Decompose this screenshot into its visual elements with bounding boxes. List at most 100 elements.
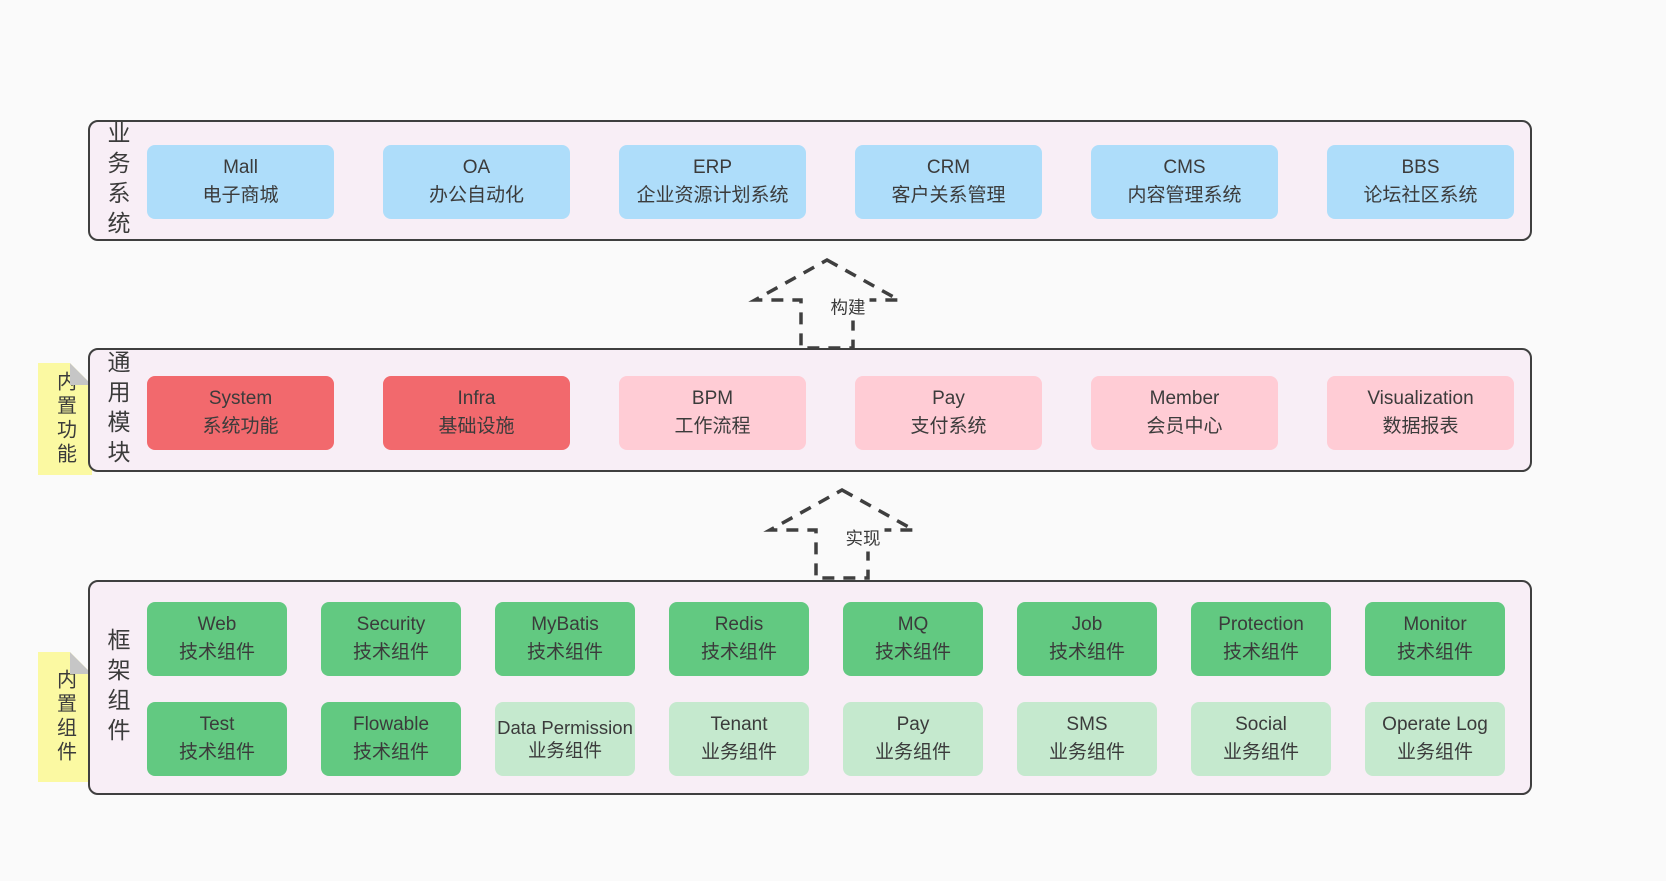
box-social: Social 业务组件 xyxy=(1191,702,1331,776)
box-subtitle: 支付系统 xyxy=(910,416,987,437)
box-tenant: Tenant 业务组件 xyxy=(669,702,809,776)
box-bpm: BPM 工作流程 xyxy=(619,376,806,450)
implement-arrow-label: 实现 xyxy=(841,524,885,552)
box-security: Security 技术组件 xyxy=(321,602,461,676)
box-subtitle: 技术组件 xyxy=(178,642,255,663)
box-crm: CRM 客户关系管理 xyxy=(855,145,1042,219)
build-arrow-label: 构建 xyxy=(826,293,870,321)
box-title: Pay xyxy=(896,713,930,735)
box-system: System 系统功能 xyxy=(147,376,334,450)
builtin-components-note-label: 内置组件 xyxy=(53,669,76,765)
box-subtitle: 业务组件 xyxy=(700,742,777,763)
box-test: Test 技术组件 xyxy=(147,702,287,776)
box-title: Mall xyxy=(223,156,258,178)
box-title: Monitor xyxy=(1403,613,1467,635)
box-title: Data Permission xyxy=(497,716,633,738)
box-title: SMS xyxy=(1066,713,1108,735)
box-title: Pay xyxy=(932,387,965,409)
box-subtitle: 会员中心 xyxy=(1146,416,1223,437)
common-modules-container: 通用模块 System 系统功能 Infra 基础设施 BPM 工作流程 Pay… xyxy=(88,348,1532,472)
box-subtitle: 内容管理系统 xyxy=(1127,185,1242,206)
common-modules-row: System 系统功能 Infra 基础设施 BPM 工作流程 Pay 支付系统… xyxy=(147,376,1514,450)
box-title: BBS xyxy=(1401,156,1440,178)
builtin-functions-note: 内置功能 xyxy=(38,363,92,475)
box-title: Infra xyxy=(457,387,496,409)
business-systems-row: Mall 电子商城 OA 办公自动化 ERP 企业资源计划系统 CRM 客户关系… xyxy=(147,145,1514,219)
box-subtitle: 企业资源计划系统 xyxy=(636,185,789,206)
box-subtitle: 客户关系管理 xyxy=(891,185,1006,206)
framework-components-container: 框架组件 Web 技术组件 Security 技术组件 MyBatis 技术组件… xyxy=(88,580,1532,795)
box-data-permission: Data Permission 业务组件 xyxy=(495,702,635,776)
box-subtitle: 技术组件 xyxy=(352,742,429,763)
box-title: CRM xyxy=(926,156,971,178)
box-subtitle: 业务组件 xyxy=(1048,742,1125,763)
box-subtitle: 业务组件 xyxy=(1396,742,1473,763)
box-subtitle: 技术组件 xyxy=(1222,642,1299,663)
box-oa: OA 办公自动化 xyxy=(383,145,570,219)
box-subtitle: 技术组件 xyxy=(526,642,603,663)
box-mybatis: MyBatis 技术组件 xyxy=(495,602,635,676)
box-infra: Infra 基础设施 xyxy=(383,376,570,450)
box-title: Redis xyxy=(714,613,764,635)
box-title: Tenant xyxy=(710,713,768,735)
box-title: Security xyxy=(356,613,426,635)
common-modules-label: 通用模块 xyxy=(104,350,130,470)
box-title: MQ xyxy=(897,613,929,635)
box-bbs: BBS 论坛社区系统 xyxy=(1327,145,1514,219)
box-subtitle: 技术组件 xyxy=(1396,642,1473,663)
box-title: Social xyxy=(1235,713,1287,735)
box-title: BPM xyxy=(691,387,734,409)
box-title: Job xyxy=(1071,613,1103,635)
box-subtitle: 数据报表 xyxy=(1382,416,1459,437)
box-web: Web 技术组件 xyxy=(147,602,287,676)
build-arrow-icon xyxy=(748,257,906,350)
box-subtitle: 论坛社区系统 xyxy=(1363,185,1478,206)
box-subtitle: 办公自动化 xyxy=(428,185,524,206)
box-title: Protection xyxy=(1218,613,1304,635)
box-protection: Protection 技术组件 xyxy=(1191,602,1331,676)
box-subtitle: 业务组件 xyxy=(1222,742,1299,763)
box-title: OA xyxy=(462,156,491,178)
box-title: Web xyxy=(197,613,237,635)
builtin-components-note: 内置组件 xyxy=(38,652,92,782)
box-subtitle: 业务组件 xyxy=(874,742,951,763)
framework-components-row-1: Web 技术组件 Security 技术组件 MyBatis 技术组件 Redi… xyxy=(147,602,1505,676)
box-title: MyBatis xyxy=(531,613,599,635)
box-operate-log: Operate Log 业务组件 xyxy=(1365,702,1505,776)
box-subtitle: 技术组件 xyxy=(178,742,255,763)
box-title: Flowable xyxy=(352,713,430,735)
box-subtitle: 业务组件 xyxy=(527,740,602,761)
box-sms: SMS 业务组件 xyxy=(1017,702,1157,776)
framework-components-label: 框架组件 xyxy=(104,627,130,748)
box-pay-biz: Pay 业务组件 xyxy=(843,702,983,776)
box-subtitle: 技术组件 xyxy=(1048,642,1125,663)
box-subtitle: 电子商城 xyxy=(202,185,279,206)
box-subtitle: 技术组件 xyxy=(874,642,951,663)
box-visualization: Visualization 数据报表 xyxy=(1327,376,1514,450)
box-member: Member 会员中心 xyxy=(1091,376,1278,450)
implement-arrow-icon xyxy=(763,487,921,580)
box-flowable: Flowable 技术组件 xyxy=(321,702,461,776)
box-pay: Pay 支付系统 xyxy=(855,376,1042,450)
box-subtitle: 工作流程 xyxy=(674,416,751,437)
framework-components-row-2: Test 技术组件 Flowable 技术组件 Data Permission … xyxy=(147,702,1505,776)
box-subtitle: 基础设施 xyxy=(438,416,515,437)
box-title: System xyxy=(208,387,273,409)
box-subtitle: 技术组件 xyxy=(700,642,777,663)
box-job: Job 技术组件 xyxy=(1017,602,1157,676)
box-subtitle: 系统功能 xyxy=(202,416,279,437)
box-title: CMS xyxy=(1163,156,1206,178)
box-cms: CMS 内容管理系统 xyxy=(1091,145,1278,219)
box-erp: ERP 企业资源计划系统 xyxy=(619,145,806,219)
box-title: Visualization xyxy=(1367,387,1474,409)
box-subtitle: 技术组件 xyxy=(352,642,429,663)
box-mq: MQ 技术组件 xyxy=(843,602,983,676)
business-systems-label: 业务系统 xyxy=(104,120,130,241)
box-redis: Redis 技术组件 xyxy=(669,602,809,676)
business-systems-container: 业务系统 Mall 电子商城 OA 办公自动化 ERP 企业资源计划系统 CRM… xyxy=(88,120,1532,241)
box-monitor: Monitor 技术组件 xyxy=(1365,602,1505,676)
box-mall: Mall 电子商城 xyxy=(147,145,334,219)
box-title: ERP xyxy=(692,156,733,178)
box-title: Member xyxy=(1149,387,1220,409)
box-title: Operate Log xyxy=(1382,713,1488,735)
